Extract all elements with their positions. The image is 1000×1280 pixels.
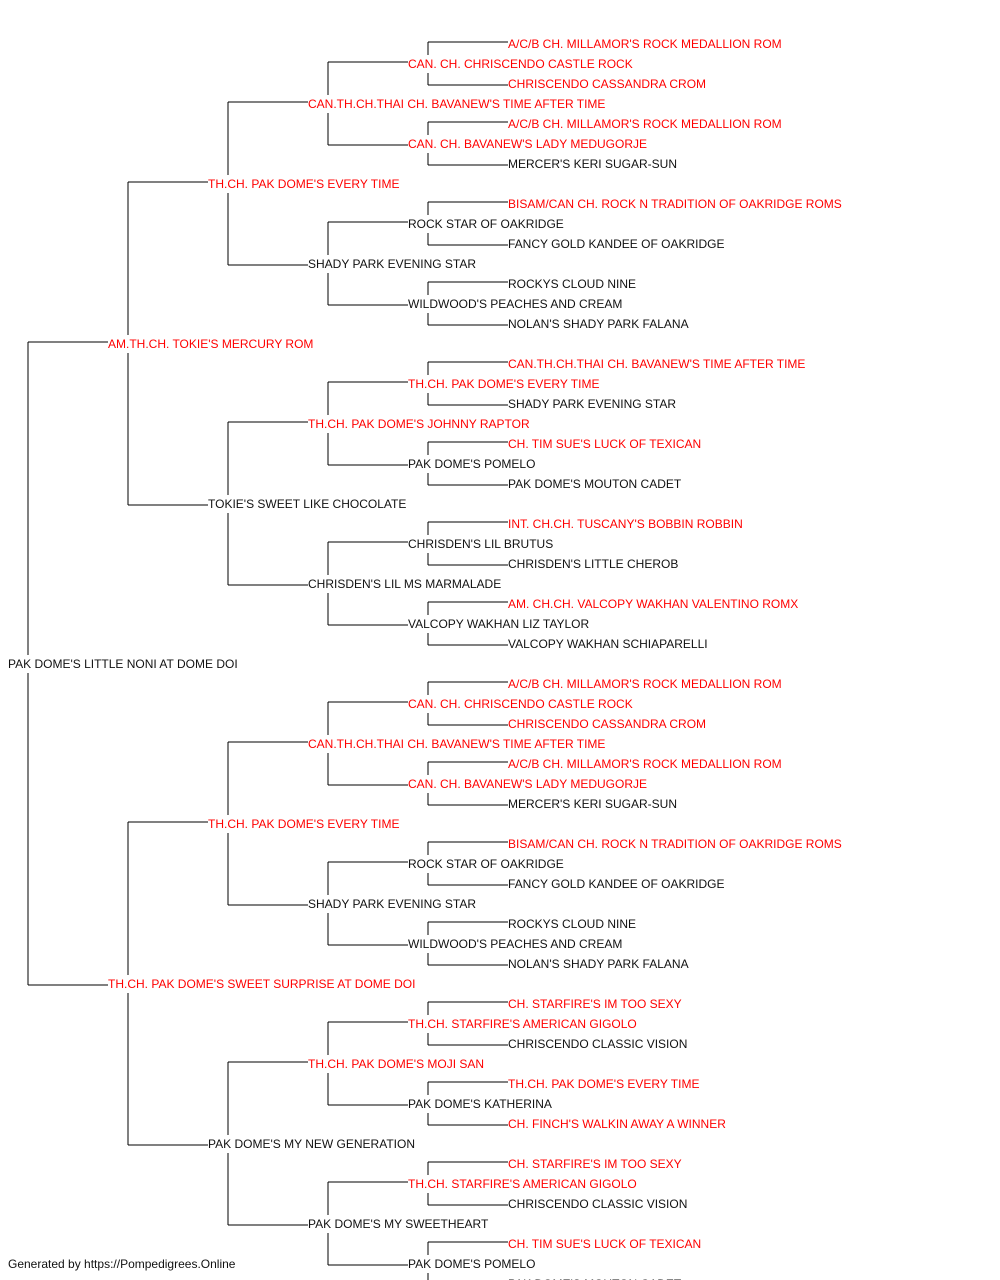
ancestor-name: MERCER'S KERI SUGAR-SUN <box>508 157 677 171</box>
ancestor-name: A/C/B CH. MILLAMOR'S ROCK MEDALLION ROM <box>508 117 782 131</box>
ancestor-name: INT. CH.CH. TUSCANY'S BOBBIN ROBBIN <box>508 517 743 531</box>
ancestor-name: VALCOPY WAKHAN SCHIAPARELLI <box>508 637 708 651</box>
ancestor-name: PAK DOME'S MY SWEETHEART <box>308 1217 489 1231</box>
ancestor-name: TH.CH. PAK DOME'S JOHNNY RAPTOR <box>308 417 530 431</box>
ancestor-name: CHRISCENDO CASSANDRA CROM <box>508 77 707 91</box>
ancestor-name: CH. TIM SUE'S LUCK OF TEXICAN <box>508 437 702 451</box>
ancestor-name: TH.CH. PAK DOME'S EVERY TIME <box>208 177 400 191</box>
ancestor-name: PAK DOME'S KATHERINA <box>408 1097 552 1111</box>
ancestor-name: PAK DOME'S MY NEW GENERATION <box>208 1137 415 1151</box>
ancestor-name: WILDWOOD'S PEACHES AND CREAM <box>408 937 623 951</box>
ancestor-name: SHADY PARK EVENING STAR <box>508 397 677 411</box>
ancestor-name: TH.CH. STARFIRE'S AMERICAN GIGOLO <box>408 1017 637 1031</box>
ancestor-name: NOLAN'S SHADY PARK FALANA <box>508 957 689 971</box>
subject-name: PAK DOME'S LITTLE NONI AT DOME DOI <box>8 657 238 671</box>
ancestor-name: AM. CH.CH. VALCOPY WAKHAN VALENTINO ROMX <box>508 597 799 611</box>
ancestor-name: PAK DOME'S MOUTON CADET <box>508 1277 681 1280</box>
ancestor-name: MERCER'S KERI SUGAR-SUN <box>508 797 677 811</box>
ancestor-name: CHRISDEN'S LITTLE CHEROB <box>508 557 679 571</box>
ancestor-name: ROCKYS CLOUD NINE <box>508 277 637 291</box>
ancestor-name: TH.CH. PAK DOME'S EVERY TIME <box>408 377 600 391</box>
ancestor-name: CAN. CH. BAVANEW'S LADY MEDUGORJE <box>408 777 647 791</box>
ancestor-name: CHRISCENDO CLASSIC VISION <box>508 1197 688 1211</box>
ancestor-name: CAN.TH.CH.THAI CH. BAVANEW'S TIME AFTER … <box>308 97 606 111</box>
ancestor-name: BISAM/CAN CH. ROCK N TRADITION OF OAKRID… <box>508 837 842 851</box>
ancestor-name: ROCK STAR OF OAKRIDGE <box>408 857 564 871</box>
ancestor-name: CH. FINCH'S WALKIN AWAY A WINNER <box>508 1117 726 1131</box>
ancestor-name: TH.CH. PAK DOME'S MOJI SAN <box>308 1057 485 1071</box>
ancestor-name: PAK DOME'S POMELO <box>408 457 536 471</box>
ancestor-name: VALCOPY WAKHAN LIZ TAYLOR <box>408 617 590 631</box>
ancestor-name: CHRISDEN'S LIL BRUTUS <box>408 537 554 551</box>
ancestor-name: CAN. CH. CHRISCENDO CASTLE ROCK <box>408 57 633 71</box>
ancestor-name: TH.CH. PAK DOME'S EVERY TIME <box>208 817 400 831</box>
ancestor-name: CHRISDEN'S LIL MS MARMALADE <box>308 577 502 591</box>
ancestor-name: CH. STARFIRE'S IM TOO SEXY <box>508 1157 682 1171</box>
ancestor-name: A/C/B CH. MILLAMOR'S ROCK MEDALLION ROM <box>508 677 782 691</box>
ancestor-name: BISAM/CAN CH. ROCK N TRADITION OF OAKRID… <box>508 197 842 211</box>
ancestor-name: TH.CH. PAK DOME'S SWEET SURPRISE AT DOME… <box>108 977 416 991</box>
ancestor-name: A/C/B CH. MILLAMOR'S ROCK MEDALLION ROM <box>508 757 782 771</box>
ancestor-name: NOLAN'S SHADY PARK FALANA <box>508 317 689 331</box>
ancestor-name: PAK DOME'S POMELO <box>408 1257 536 1271</box>
ancestor-name: PAK DOME'S MOUTON CADET <box>508 477 682 491</box>
ancestor-name: CAN.TH.CH.THAI CH. BAVANEW'S TIME AFTER … <box>308 737 606 751</box>
ancestor-name: CAN.TH.CH.THAI CH. BAVANEW'S TIME AFTER … <box>508 357 806 371</box>
generated-by-footer: Generated by https://Pompedigrees.Online <box>8 1257 236 1271</box>
ancestor-name: SHADY PARK EVENING STAR <box>308 897 477 911</box>
ancestor-name: AM.TH.CH. TOKIE'S MERCURY ROM <box>108 337 314 351</box>
ancestor-name: FANCY GOLD KANDEE OF OAKRIDGE <box>508 237 725 251</box>
ancestor-name: CHRISCENDO CLASSIC VISION <box>508 1037 688 1051</box>
ancestor-name: CHRISCENDO CASSANDRA CROM <box>508 717 707 731</box>
ancestor-name: ROCK STAR OF OAKRIDGE <box>408 217 564 231</box>
ancestor-name: ROCKYS CLOUD NINE <box>508 917 637 931</box>
ancestor-name: CH. TIM SUE'S LUCK OF TEXICAN <box>508 1237 702 1251</box>
ancestor-name: WILDWOOD'S PEACHES AND CREAM <box>408 297 623 311</box>
ancestor-name: TH.CH. PAK DOME'S EVERY TIME <box>508 1077 700 1091</box>
ancestor-name: CAN. CH. CHRISCENDO CASTLE ROCK <box>408 697 633 711</box>
ancestor-name: TH.CH. STARFIRE'S AMERICAN GIGOLO <box>408 1177 637 1191</box>
ancestor-name: SHADY PARK EVENING STAR <box>308 257 477 271</box>
ancestor-name: FANCY GOLD KANDEE OF OAKRIDGE <box>508 877 725 891</box>
ancestor-name: A/C/B CH. MILLAMOR'S ROCK MEDALLION ROM <box>508 37 782 51</box>
ancestor-name: CAN. CH. BAVANEW'S LADY MEDUGORJE <box>408 137 647 151</box>
ancestor-name: CH. STARFIRE'S IM TOO SEXY <box>508 997 682 1011</box>
ancestor-name: TOKIE'S SWEET LIKE CHOCOLATE <box>208 497 407 511</box>
